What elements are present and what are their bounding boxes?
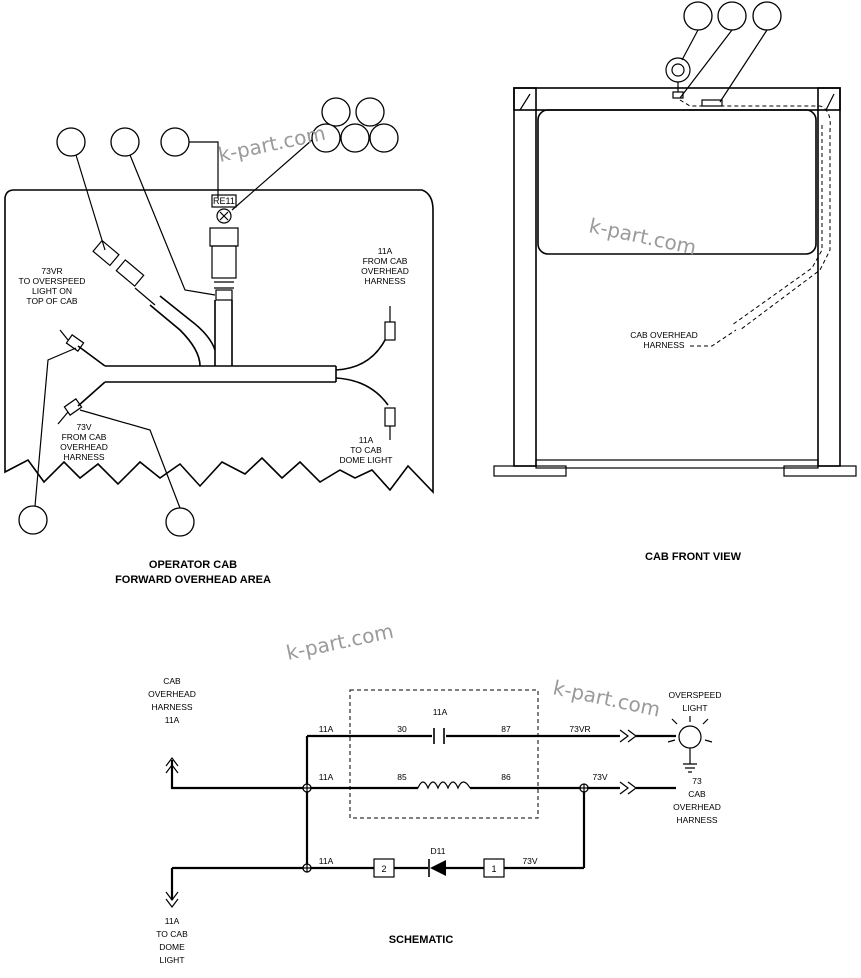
callout-circle xyxy=(683,1,713,31)
cab-foot-right xyxy=(783,465,857,477)
wire-label: 11A xyxy=(319,724,334,734)
left-label-line: HARNESS xyxy=(151,702,192,712)
bottom-label-line: 11A xyxy=(165,916,180,926)
watermarks: k-part.com k-part.com k-part.com k-part.… xyxy=(216,121,698,722)
watermark-text: k-part.com xyxy=(216,121,328,167)
right-mid-label-line: OVERHEAD xyxy=(673,802,721,812)
cab-front-title: CAB FRONT VIEW xyxy=(645,551,742,563)
svg-text:1: 1 xyxy=(491,864,496,874)
operator-cab-view: RE11 73VR TO OVERSPEED LIGHT ON TOP OF C… xyxy=(4,97,434,586)
callout-circle xyxy=(340,123,370,153)
cab-window xyxy=(537,109,817,255)
operator-cab-title: OPERATOR CAB xyxy=(149,559,237,571)
cab-front-view: CAB OVERHEAD HARNESS CAB FRONT VIEW xyxy=(493,1,857,563)
callout-circle xyxy=(355,97,385,127)
callout-circle xyxy=(110,127,140,157)
label-73v-line: OVERHEAD xyxy=(60,442,108,452)
watermark-text: k-part.com xyxy=(284,619,396,665)
bottom-label-line: DOME xyxy=(159,942,185,952)
harness-trunk xyxy=(105,365,336,383)
callout-circle xyxy=(165,507,195,537)
label-73v-line: FROM CAB xyxy=(62,432,107,442)
label-73v-line: 73V xyxy=(76,422,91,432)
left-label-line: OVERHEAD xyxy=(148,689,196,699)
watermark-text: k-part.com xyxy=(551,675,663,721)
pin-label: 87 xyxy=(501,724,511,734)
connector-tag: RE11 xyxy=(213,196,235,206)
label-11a-bottom-line: TO CAB xyxy=(350,445,382,455)
label-11a-bottom-line: DOME LIGHT xyxy=(340,455,393,465)
callout-circle xyxy=(752,1,782,31)
label-73vr-line: 73VR xyxy=(41,266,62,276)
relay-box xyxy=(349,689,539,819)
callout-circle xyxy=(321,97,351,127)
label-73v-line: HARNESS xyxy=(63,452,104,462)
pin-label: 30 xyxy=(397,724,407,734)
right-mid-label-line: 73 xyxy=(692,776,702,786)
callout-circle xyxy=(56,127,86,157)
wire-label: 11A xyxy=(319,772,334,782)
bottom-label-line: TO CAB xyxy=(156,929,188,939)
schematic: 11A 11A 2 1 xyxy=(148,676,721,965)
callout-circle xyxy=(311,123,341,153)
callout-circle xyxy=(18,505,48,535)
label-11a-bottom-line: 11A xyxy=(359,435,374,445)
bottom-label-line: LIGHT xyxy=(159,955,184,965)
schematic-title: SCHEMATIC xyxy=(389,934,454,946)
diode-d11 xyxy=(430,860,446,876)
label-73vr-line: TO OVERSPEED xyxy=(19,276,86,286)
connector-box-2 xyxy=(373,858,395,878)
cab-foot-left xyxy=(493,465,567,477)
label-11a-top-line: HARNESS xyxy=(364,276,405,286)
cab-panel-outline xyxy=(4,189,434,494)
operator-cab-subtitle: FORWARD OVERHEAD AREA xyxy=(115,574,271,586)
label-73vr-line: TOP OF CAB xyxy=(26,296,78,306)
pin-label: 86 xyxy=(501,772,511,782)
right-top-label-line: OVERSPEED xyxy=(669,690,722,700)
left-label-line: 11A xyxy=(165,715,180,725)
cab-harness-label-line: HARNESS xyxy=(643,340,684,350)
label-11a-top-line: 11A xyxy=(378,246,393,256)
right-top-label-line: LIGHT xyxy=(682,703,707,713)
wire-label: 73V xyxy=(522,856,537,866)
callout-circle xyxy=(160,127,190,157)
label-73vr-line: LIGHT ON xyxy=(32,286,72,296)
wire-label: 73VR xyxy=(569,724,590,734)
watermark-text: k-part.com xyxy=(587,213,699,259)
label-11a-top-line: FROM CAB xyxy=(363,256,408,266)
callout-circle xyxy=(717,1,747,31)
wire-label: 73V xyxy=(592,772,607,782)
svg-text:2: 2 xyxy=(381,864,386,874)
right-mid-label-line: HARNESS xyxy=(676,815,717,825)
right-mid-label-line: CAB xyxy=(688,789,706,799)
cab-harness-label-line: CAB OVERHEAD xyxy=(630,330,698,340)
diode-label: D11 xyxy=(431,846,446,856)
cab-right-post xyxy=(817,87,841,467)
callout-circle xyxy=(369,123,399,153)
pin-label: 85 xyxy=(397,772,407,782)
connector-box-1 xyxy=(483,858,505,878)
cab-left-post xyxy=(513,87,537,467)
relay-label: 11A xyxy=(433,707,448,717)
left-label-line: CAB xyxy=(163,676,181,686)
label-11a-top-line: OVERHEAD xyxy=(361,266,409,276)
wire-label: 11A xyxy=(319,856,334,866)
cab-top-beam xyxy=(513,87,841,111)
overspeed-lamp-icon xyxy=(678,725,702,749)
